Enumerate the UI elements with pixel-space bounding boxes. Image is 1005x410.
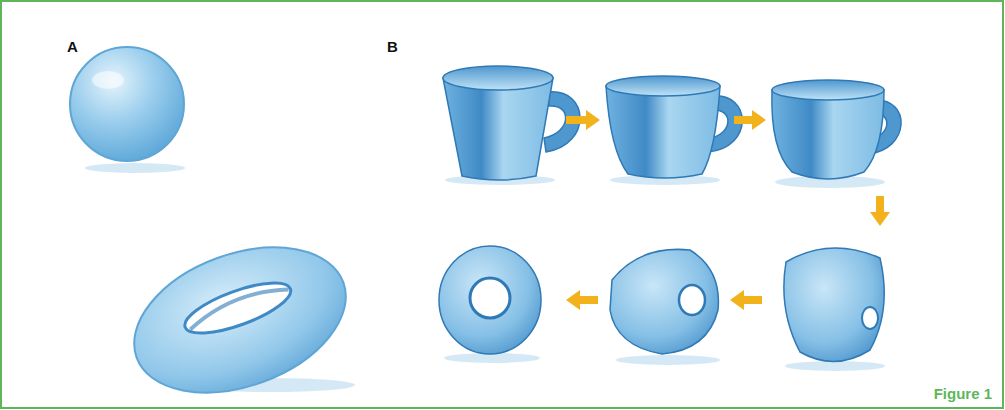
panel-letter: A [67, 38, 78, 55]
panel-letter: B [387, 38, 398, 55]
figure-caption: Figure 1 [934, 385, 992, 402]
